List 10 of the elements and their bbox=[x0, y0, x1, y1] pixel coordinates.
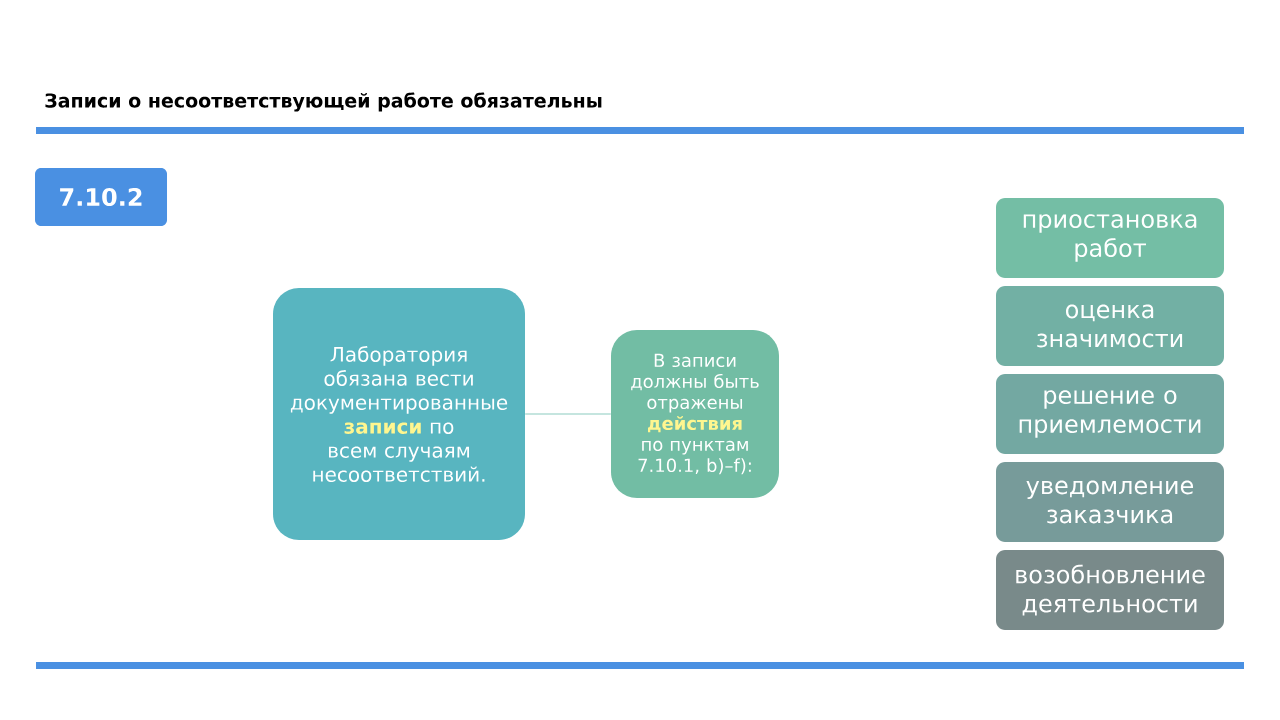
item-box: решение о приемлемости bbox=[996, 374, 1224, 454]
slide-title: Записи о несоответствующей работе обязательны bbox=[45, 92, 602, 112]
item-box: возобновление деятельности bbox=[996, 550, 1224, 630]
item-box: уведомление заказчика bbox=[996, 462, 1224, 542]
item-box: приостановка работ bbox=[996, 198, 1224, 278]
text-box: Лаборатория обязана вести документированные записи по всем случаям несоответствий. bbox=[273, 288, 525, 540]
text-box: В записи должны быть отражены действия по пунктам 7.10.1, b)–f): bbox=[611, 330, 779, 498]
connector-line bbox=[524, 413, 612, 415]
badge: 7.10.2 bbox=[35, 168, 167, 226]
item-box: оценка значимости bbox=[996, 286, 1224, 366]
